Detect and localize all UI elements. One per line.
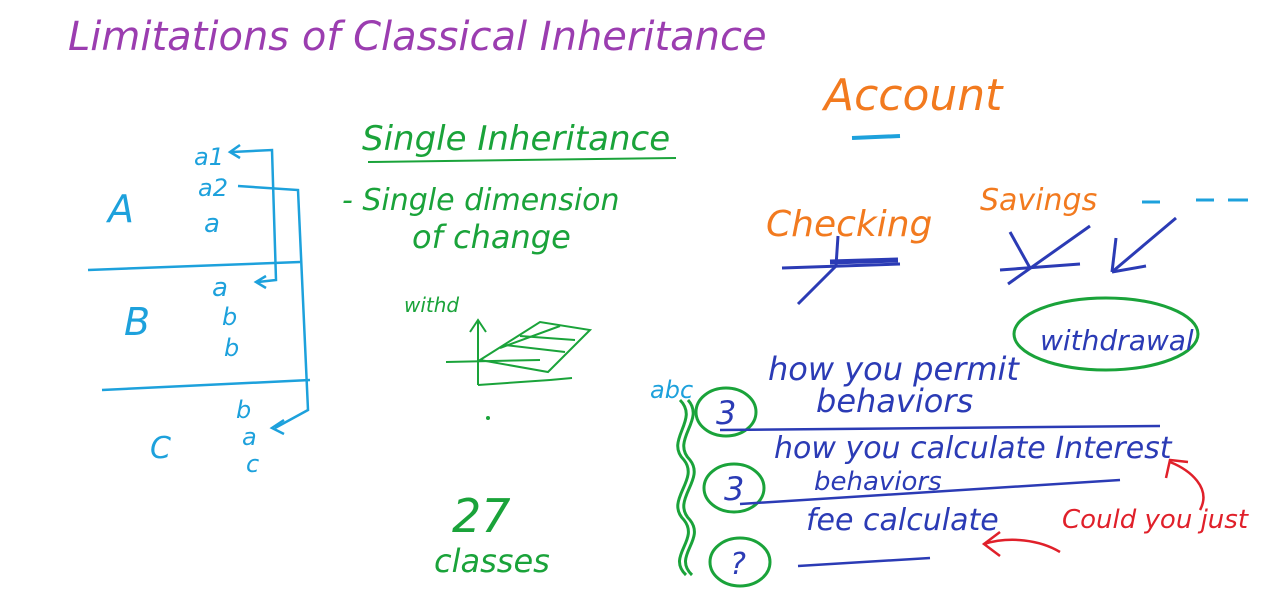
wavy-bracket <box>676 398 690 577</box>
item-3-number-circle <box>708 536 772 588</box>
single-dimension-line: - Single dimension <box>342 183 620 218</box>
member-a-3: a <box>204 209 220 239</box>
arrowhead-c <box>269 418 285 436</box>
class-label-c: C <box>150 431 171 466</box>
withdrawal-circle <box>1012 296 1200 372</box>
3d-grid-sketch <box>445 318 593 386</box>
item-1-text: how you permit <box>768 350 1020 388</box>
savings-label: Savings <box>980 183 1097 218</box>
item-3-number: ? <box>730 547 746 582</box>
divider-b-c <box>101 378 311 392</box>
withd-note: withd <box>404 293 459 317</box>
account-heading: Account <box>821 70 1004 121</box>
member-a-2: a2 <box>198 174 228 202</box>
member-c-2: a <box>242 423 257 451</box>
abc-label: abc <box>650 376 693 404</box>
red-arrows <box>981 458 1205 557</box>
item-2-number: 3 <box>724 470 744 508</box>
item-3-underline <box>797 556 931 568</box>
class-label-a: A <box>105 187 134 231</box>
arrow-a1-to-b <box>231 148 278 284</box>
heading-underline <box>367 157 677 163</box>
member-a-1: a1 <box>194 143 224 171</box>
account-branch-sketches <box>781 216 1177 306</box>
single-inheritance-heading: Single Inheritance <box>362 119 670 159</box>
member-b-2: b <box>222 303 237 331</box>
red-note: Could you just <box>1062 505 1249 535</box>
item-1-number: 3 <box>716 394 736 432</box>
wavy-bracket-2 <box>682 398 696 577</box>
member-b-1: a <box>212 273 228 303</box>
arrowhead-b <box>253 274 267 290</box>
member-b-3: b <box>224 334 239 362</box>
board-title: Limitations of Classical Inheritance <box>68 14 767 60</box>
withdrawal-text: withdrawal <box>1040 324 1194 357</box>
item-2-number-circle <box>702 462 766 514</box>
arrow-a2-to-c <box>237 184 310 430</box>
item-1-sub: behaviors <box>816 382 973 420</box>
stray-dot <box>486 416 490 420</box>
item-2-text: how you calculate Interest <box>774 431 1173 466</box>
dashes <box>1142 198 1248 204</box>
account-underline <box>851 134 901 140</box>
divider-a-b <box>87 260 301 272</box>
class-count-label: classes <box>434 542 550 580</box>
member-c-1: b <box>236 396 251 424</box>
class-label-b: B <box>124 300 150 344</box>
checking-label: Checking <box>766 204 932 245</box>
item-2-underline <box>739 478 1121 506</box>
class-hierarchy-diagram <box>87 143 311 436</box>
item-3-text: fee calculate <box>806 503 999 538</box>
member-c-3: c <box>246 450 259 478</box>
of-change-line: of change <box>412 218 571 256</box>
arrowhead-a1 <box>227 143 241 160</box>
item-1-underline <box>719 424 1161 432</box>
class-count: 27 <box>452 489 511 543</box>
item-1-number-circle <box>694 386 758 438</box>
